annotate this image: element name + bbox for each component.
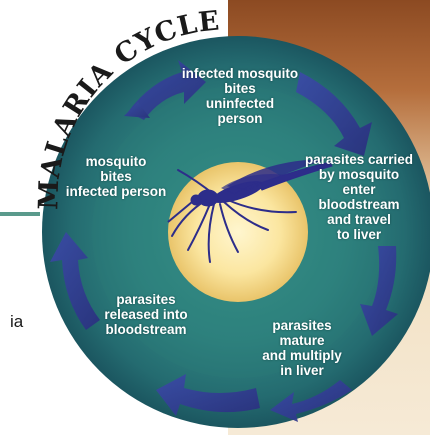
step-parasites-released: parasites released into bloodstream	[84, 292, 208, 337]
step-infected-mosquito-bites: infected mosquito bites uninfected perso…	[165, 66, 315, 126]
step-mosquito-bites-infected: mosquito bites infected person	[54, 154, 178, 199]
step-parasites-multiply-liver: parasites mature and multiply in liver	[240, 318, 364, 378]
step-parasites-enter-bloodstream: parasites carried by mosquito enter bloo…	[290, 152, 428, 242]
